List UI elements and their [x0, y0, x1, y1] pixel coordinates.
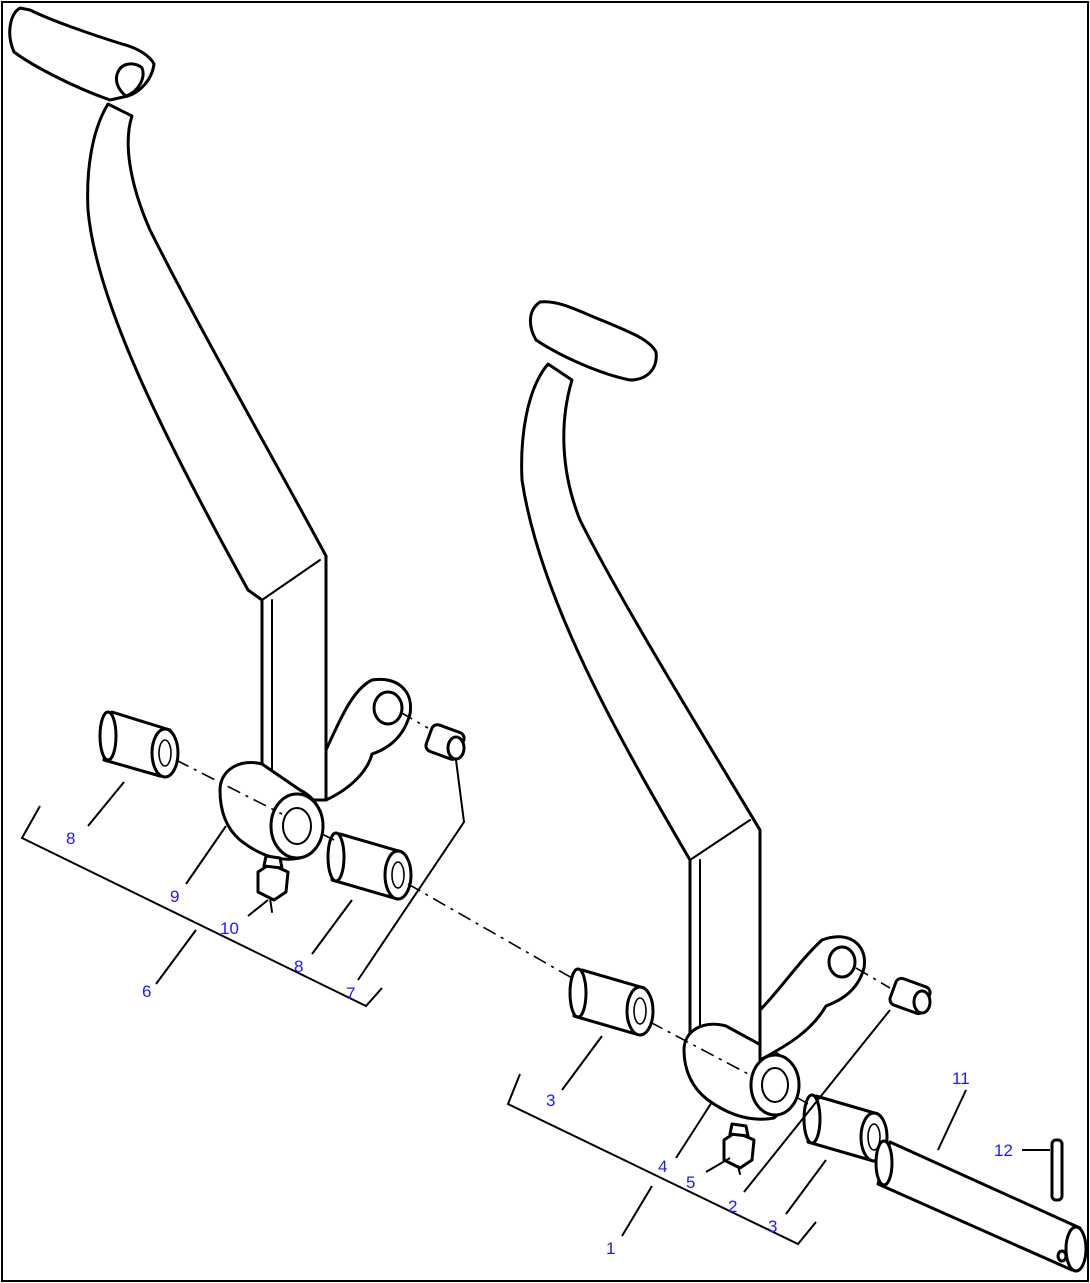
bushing-2 — [888, 976, 932, 1016]
callout-6: 6 — [142, 982, 151, 1001]
left-pedal-lever — [8, 6, 413, 861]
right-eye-hole — [827, 945, 857, 979]
centerline-left-2 — [321, 833, 335, 841]
callout-8b: 8 — [294, 957, 303, 976]
callout-7: 7 — [346, 984, 355, 1003]
left-hub-bore-inner — [282, 807, 312, 845]
callout-10: 10 — [220, 919, 239, 938]
right-hub-bore — [749, 1053, 801, 1117]
centerline-right-1 — [649, 1021, 753, 1077]
shaft-11 — [874, 1139, 1088, 1273]
bushing-3b — [802, 1093, 889, 1163]
callout-9: 9 — [170, 887, 179, 906]
callout-8a: 8 — [66, 829, 75, 848]
right-pedal-lever — [520, 300, 866, 1121]
group-bracket-1 — [506, 1073, 817, 1246]
bushing-8a — [98, 710, 180, 779]
callout-3b: 3 — [768, 1217, 777, 1236]
centerline-left-1 — [175, 759, 283, 815]
right-lever-arm — [520, 362, 762, 1062]
callout-4: 4 — [658, 1157, 667, 1176]
leader-9 — [185, 825, 227, 885]
leader-4 — [675, 1101, 713, 1159]
right-lever-grip — [529, 300, 658, 382]
leader-1 — [621, 1185, 653, 1237]
bushing-3a — [568, 967, 655, 1037]
leader-8b — [311, 899, 353, 955]
leader-5 — [705, 1157, 731, 1173]
callout-2: 2 — [728, 1197, 737, 1216]
left-eye-hole — [372, 690, 404, 726]
bushing-7 — [424, 723, 466, 761]
leader-2 — [743, 1009, 891, 1193]
grease-fitting-10 — [256, 854, 290, 913]
leader-7 — [357, 759, 466, 981]
leader-8a — [87, 781, 125, 827]
bushing-8b — [326, 831, 413, 901]
left-arm-edge — [261, 559, 321, 601]
leader-3a — [561, 1035, 603, 1091]
left-lever-arm — [86, 102, 328, 802]
left-hub-bore — [269, 792, 325, 860]
grease-fitting-5 — [722, 1122, 756, 1175]
right-arm-edge — [689, 819, 751, 861]
leader-11 — [937, 1089, 967, 1151]
right-hub-bore-inner — [761, 1067, 789, 1103]
callout-11: 11 — [952, 1069, 970, 1088]
callout-1: 1 — [606, 1239, 615, 1258]
callout-3a: 3 — [546, 1091, 555, 1110]
centerline-right-2 — [797, 1097, 809, 1105]
pin-12 — [1050, 1138, 1064, 1202]
leader-10 — [247, 899, 269, 917]
callout-5: 5 — [686, 1173, 695, 1192]
leader-3b — [785, 1159, 827, 1215]
centerline-eye-right — [855, 967, 891, 989]
left-grip-eye — [114, 62, 145, 98]
centerline-middle — [407, 883, 573, 979]
group-bracket-6 — [20, 805, 383, 1008]
centerline-eye-left — [399, 711, 429, 729]
leader-6 — [155, 929, 197, 985]
callout-12: 12 — [994, 1141, 1013, 1160]
